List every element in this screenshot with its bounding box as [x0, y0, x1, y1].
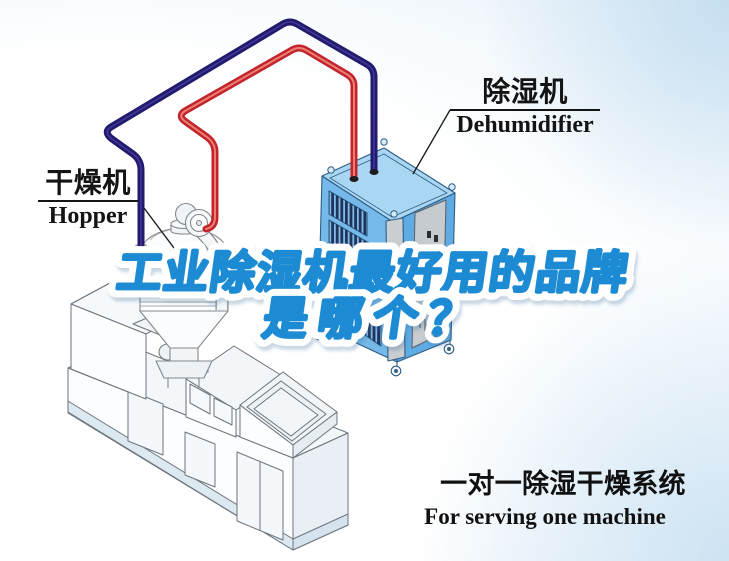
- machine-panel-1: [127, 389, 164, 456]
- pipes: [103, 18, 379, 254]
- supply-pipe-fitting: [349, 176, 359, 182]
- title-line-2-outline: 是哪个？: [260, 293, 487, 344]
- leader-lines: [137, 109, 451, 261]
- hopper-label-cn: 干燥机: [45, 167, 131, 198]
- dehumidifier-label-en: Dehumidifier: [456, 112, 594, 139]
- dehumidifier-label-cn: 除湿机: [482, 76, 568, 107]
- casters: [313, 325, 455, 377]
- hopper-label: 干燥机 Hopper: [38, 168, 138, 230]
- eye-bolts: [327, 138, 456, 218]
- title-line-1-outline: 工业除湿机最好用的品牌: [114, 247, 633, 298]
- return-pipe-fitting: [369, 169, 379, 175]
- dehumidifier-corner-strip: [385, 217, 406, 362]
- dehumidifier-label-rule: [450, 109, 600, 112]
- machine-panel-2: [184, 431, 216, 488]
- caption-en: For serving one machine: [424, 504, 666, 529]
- cab-window-1: [189, 383, 211, 415]
- hopper-leader-line: [137, 199, 184, 261]
- hopper-label-rule: [38, 200, 138, 203]
- clamp-frame-inner2: [253, 387, 319, 437]
- caption-cn: 一对一除湿干燥系统: [440, 469, 686, 499]
- cab-window-2: [213, 397, 233, 426]
- hopper-illustration: [135, 202, 229, 388]
- hopper-neck: [169, 347, 199, 362]
- dehumidifier-vents: [328, 190, 382, 347]
- machine-illustration: [67, 282, 349, 551]
- dehumidifier-top-inset: [329, 153, 448, 218]
- caption: 一对一除湿干燥系统 For serving one machine: [398, 462, 728, 530]
- title: 工业除湿机最好用的品牌 工业除湿机最好用的品牌 是哪个？ 是哪个？: [105, 239, 641, 353]
- dehumidifier-leader-line: [412, 109, 451, 175]
- hopper-label-en: Hopper: [48, 203, 128, 230]
- machine-skirt-right: [292, 513, 349, 551]
- hopper-mount-plate: [155, 360, 213, 379]
- pedestal-front: [70, 303, 147, 400]
- title-line-2: 是哪个？: [260, 293, 487, 344]
- dehumidifier-label: 除湿机 Dehumidifier: [450, 77, 600, 139]
- clamp-right: [292, 411, 338, 459]
- title-line-1: 工业除湿机最好用的品牌: [114, 247, 633, 298]
- dehumidifier-panel: [411, 199, 447, 349]
